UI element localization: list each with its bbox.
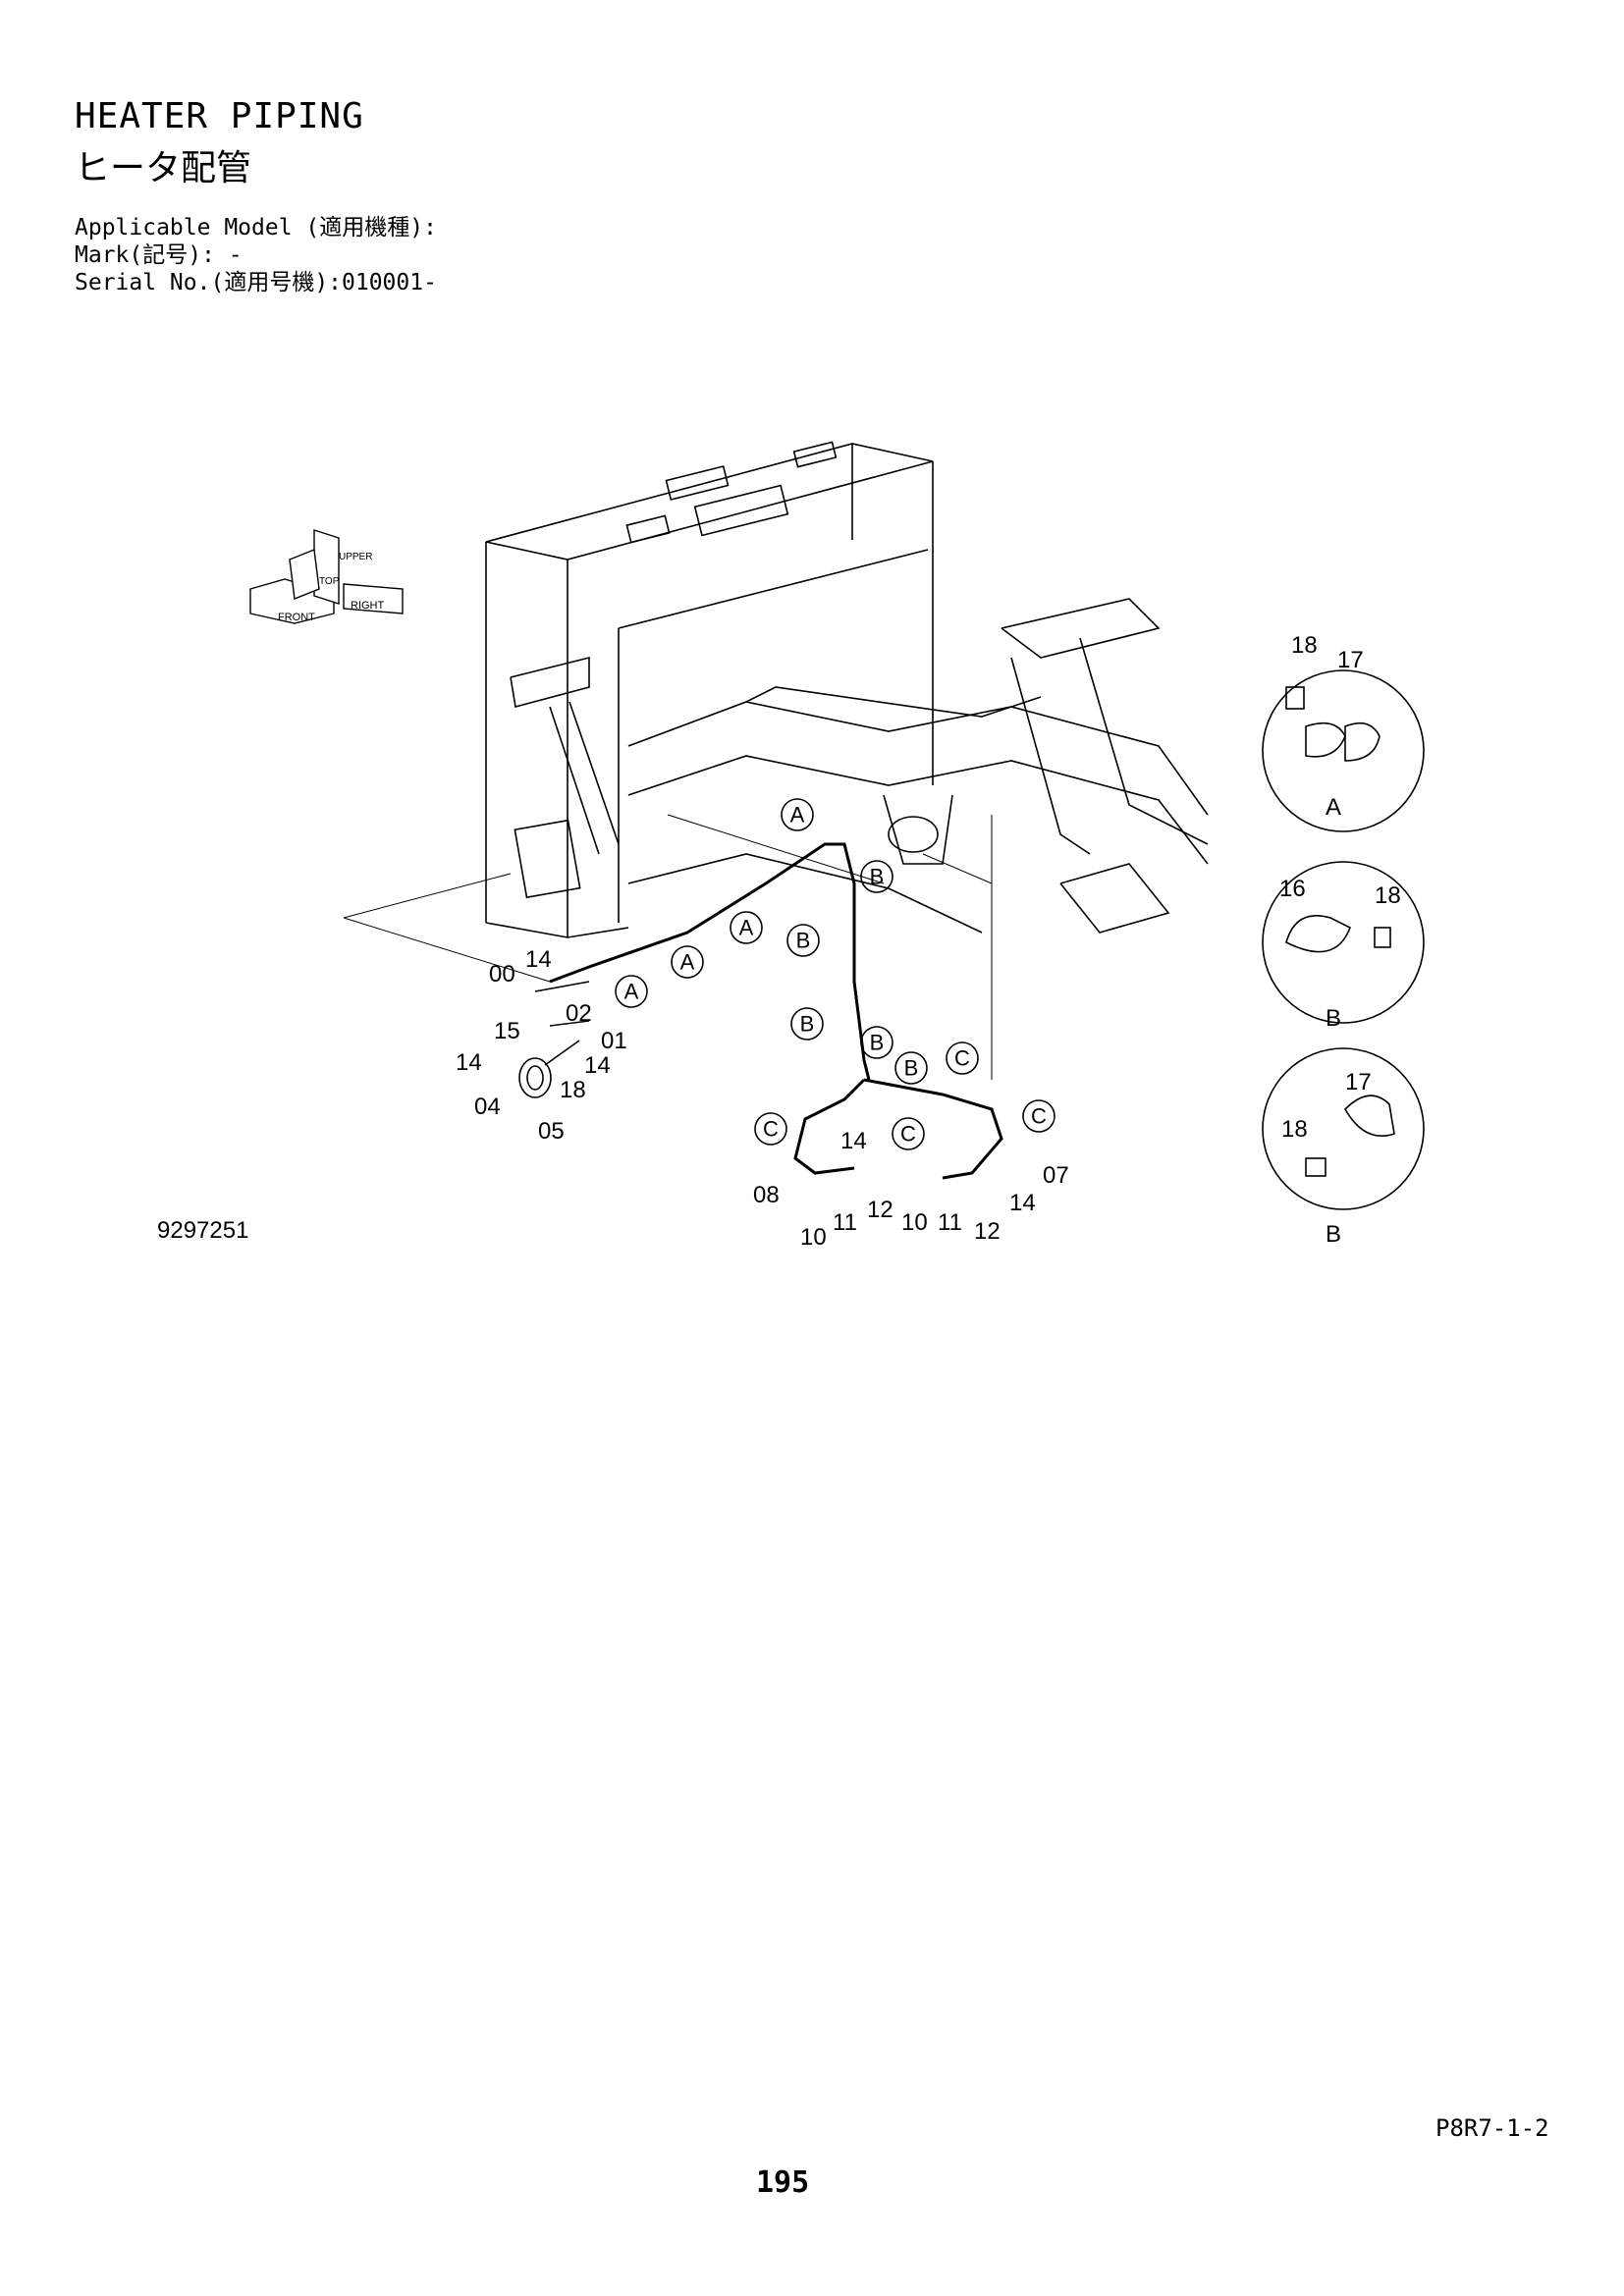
part-label-07: 07 (1043, 1162, 1069, 1189)
detail-a-part-17: 17 (1337, 647, 1364, 673)
main-frame (627, 598, 1209, 934)
clamp-detail-b1 (1285, 914, 1391, 953)
drawing-number: 9297251 (157, 1217, 249, 1244)
part-label-14: 14 (840, 1128, 867, 1154)
part-label-14: 14 (1009, 1190, 1036, 1216)
callout-b: B (870, 865, 885, 889)
callout-b: B (904, 1056, 919, 1081)
detail-b2-label: B (1326, 1221, 1341, 1248)
detail-a-part-18: 18 (1291, 632, 1318, 659)
part-label-14: 14 (584, 1052, 611, 1079)
callout-b: B (800, 1012, 815, 1037)
upper-arrow-label: UPPER (339, 552, 372, 562)
part-label-04: 04 (474, 1094, 501, 1120)
page-title: HEATER PIPING (75, 96, 364, 136)
part-label-00: 00 (489, 961, 515, 988)
detail-b2-part-17: 17 (1345, 1069, 1372, 1095)
hose-fitting (518, 981, 590, 1098)
callout-b: B (870, 1031, 885, 1055)
part-label-08: 08 (753, 1182, 780, 1208)
parts-diagram: FRONT RIGHT TOP UPPER A B A A A B B B B … (249, 441, 1425, 1251)
part-label-10: 10 (901, 1209, 928, 1236)
callout-c: C (1031, 1104, 1047, 1129)
part-label-10: 10 (800, 1224, 827, 1251)
cab-frame (485, 441, 934, 938)
page-reference: P8R7-1-2 (1435, 2114, 1549, 2142)
page-title-japanese: ヒータ配管 (75, 148, 252, 188)
part-label-15: 15 (494, 1018, 520, 1044)
part-label-14: 14 (456, 1049, 482, 1076)
part-label-11: 11 (833, 1209, 857, 1236)
heater-hose (549, 842, 1003, 1180)
callout-c: C (763, 1117, 779, 1142)
orientation-arrows: FRONT RIGHT TOP UPPER (249, 529, 404, 624)
part-label-12: 12 (974, 1218, 1001, 1245)
detail-b1-part-16: 16 (1279, 876, 1306, 902)
clamp-detail-a (1285, 686, 1380, 762)
top-arrow-label: TOP (319, 576, 340, 587)
projection-lines (343, 814, 993, 1080)
serial-number: Serial No.(適用号機):010001- (75, 270, 437, 295)
callout-a: A (739, 916, 754, 940)
part-label-14: 14 (525, 946, 552, 973)
part-label-02: 02 (566, 1000, 592, 1027)
right-arrow-label: RIGHT (351, 600, 385, 612)
mark-field: Mark(記号): - (75, 242, 243, 268)
detail-b2-part-18: 18 (1281, 1116, 1308, 1143)
part-label-11: 11 (938, 1209, 962, 1236)
part-label-01: 01 (601, 1028, 627, 1054)
detail-circle-b1 (1262, 861, 1425, 1024)
detail-circle-b2 (1262, 1047, 1425, 1210)
callout-b: B (796, 929, 811, 953)
callout-c: C (954, 1046, 970, 1071)
page-number: 195 (756, 2165, 810, 2200)
detail-circle-a (1262, 669, 1425, 832)
detail-b1-label: B (1326, 1005, 1341, 1032)
detail-b1-part-18: 18 (1375, 882, 1401, 909)
front-arrow-label: FRONT (278, 612, 315, 623)
clamp-detail-b2 (1305, 1095, 1395, 1177)
callout-a: A (790, 803, 805, 828)
part-label-05: 05 (538, 1118, 565, 1145)
callout-c: C (900, 1122, 916, 1147)
part-label-12: 12 (867, 1197, 893, 1223)
detail-a-label: A (1326, 794, 1341, 821)
callout-a: A (680, 950, 695, 975)
part-label-18: 18 (560, 1077, 586, 1103)
applicable-model: Applicable Model (適用機種): (75, 215, 437, 240)
callout-a: A (624, 980, 639, 1004)
